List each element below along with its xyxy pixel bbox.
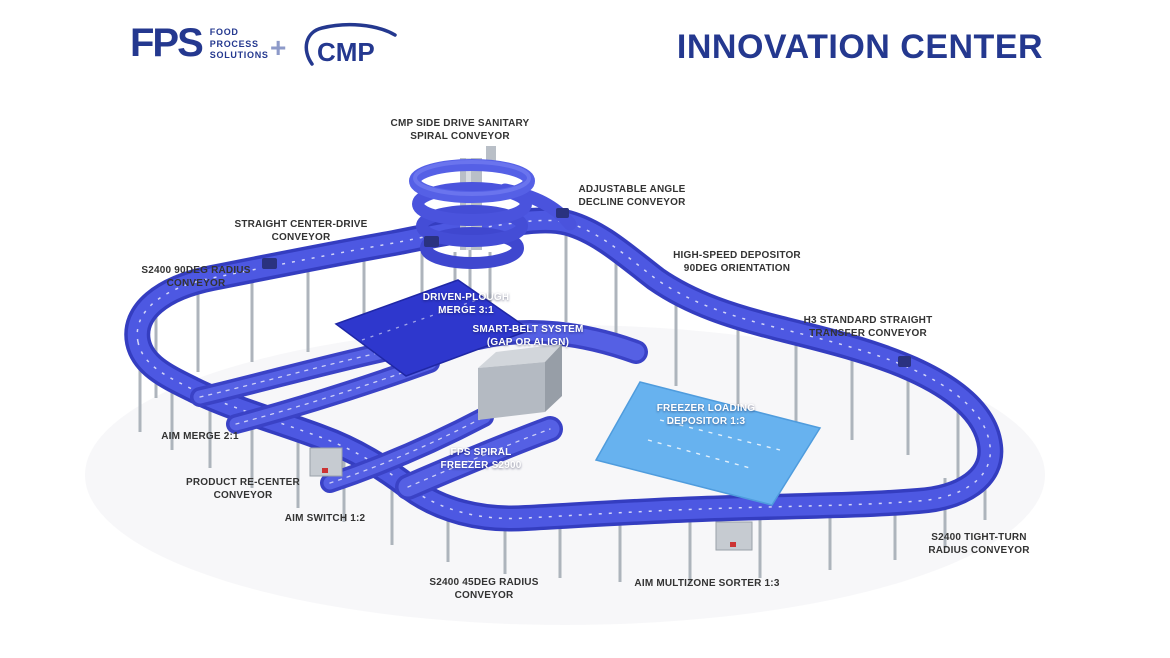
label-high-speed-depositor: HIGH-SPEED DEPOSITOR 90DEG ORIENTATION bbox=[673, 250, 801, 274]
label-fps-spiral-freezer: FPS SPIRAL FREEZER S2900 bbox=[440, 447, 522, 471]
control-cabinet-left bbox=[309, 447, 343, 477]
fps-logo: FPS FOOD PROCESS SOLUTIONS bbox=[130, 21, 269, 66]
fps-tagline-line3: SOLUTIONS bbox=[209, 50, 269, 61]
label-cmp-side-drive-spiral-conveyor: CMP SIDE DRIVE SANITARY SPIRAL CONVEYOR bbox=[390, 118, 530, 142]
label-aim-multizone-sorter: AIM MULTIZONE SORTER 1:3 bbox=[634, 578, 780, 589]
cmp-logo-swoosh: CMP bbox=[304, 22, 397, 67]
label-smart-belt-system: SMART-BELT SYSTEM (GAP OR ALIGN) bbox=[472, 324, 584, 348]
label-h3-standard-straight-transfer: H3 STANDARD STRAIGHT TRANSFER CONVEYOR bbox=[803, 315, 933, 339]
cmp-logo-text: CMP bbox=[317, 37, 375, 67]
page-title: INNOVATION CENTER bbox=[676, 28, 1044, 66]
label-s2400-45deg-radius-conveyor: S2400 45DEG RADIUS CONVEYOR bbox=[429, 577, 539, 601]
plough-merge-belt bbox=[334, 279, 532, 377]
label-freezer-loading-depositor: FREEZER LOADING DEPOSITOR 1:3 bbox=[656, 403, 756, 427]
cmp-logo: CMP bbox=[300, 22, 400, 75]
label-aim-switch: AIM SWITCH 1:2 bbox=[284, 513, 366, 524]
label-straight-center-drive-conveyor: STRAIGHT CENTER-DRIVE CONVEYOR bbox=[234, 219, 368, 243]
label-aim-merge: AIM MERGE 2:1 bbox=[161, 431, 239, 442]
drive-motors bbox=[262, 208, 911, 367]
freezer-unit bbox=[478, 344, 562, 420]
label-driven-plough-merge: DRIVEN-PLOUGH MERGE 3:1 bbox=[422, 292, 510, 316]
label-product-re-center-conveyor: PRODUCT RE-CENTER CONVEYOR bbox=[186, 477, 300, 501]
label-s2400-90deg-radius-conveyor: S2400 90DEG RADIUS CONVEYOR bbox=[141, 265, 251, 289]
fps-logo-text: FPS bbox=[130, 21, 204, 66]
control-cabinet-right bbox=[715, 521, 753, 551]
spiral-conveyor bbox=[409, 146, 577, 269]
fps-tagline-line1: FOOD bbox=[209, 27, 239, 37]
label-adjustable-angle-decline-conveyor: ADJUSTABLE ANGLE DECLINE CONVEYOR bbox=[578, 184, 686, 208]
label-s2400-tight-turn-radius-conveyor: S2400 TIGHT-TURN RADIUS CONVEYOR bbox=[928, 532, 1030, 556]
depositor-belt bbox=[594, 381, 822, 506]
fps-tagline-line2: PROCESS bbox=[209, 38, 259, 49]
plus-sign: + bbox=[270, 32, 287, 63]
fps-logo-tagline: FOOD PROCESS SOLUTIONS bbox=[210, 24, 269, 62]
